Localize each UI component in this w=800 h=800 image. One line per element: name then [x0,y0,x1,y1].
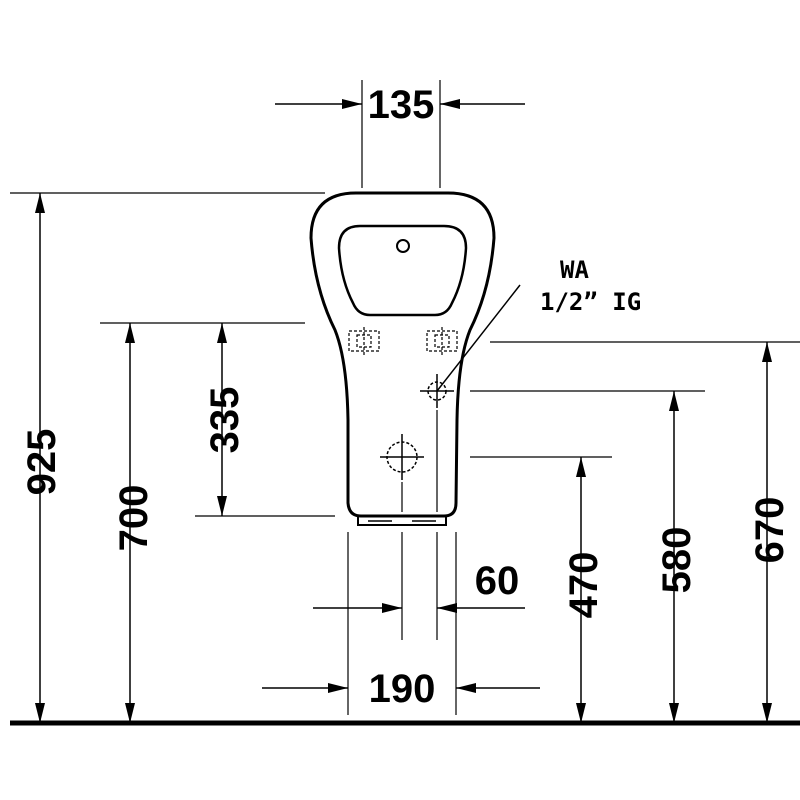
label-outlet-width: 60 [475,559,520,603]
note-line-2: 1/2” IG [540,288,641,316]
urinal-body [309,191,496,526]
label-total-height: 925 [20,429,64,496]
bowl-opening [337,224,468,317]
label-waste-height: 470 [562,552,606,619]
label-lower-inlet-height: 580 [655,527,699,594]
extension-lines [10,80,800,715]
base-foot [357,515,447,526]
label-base-width: 190 [369,667,436,711]
inlet-hole [396,239,410,253]
note-line-1: WA [560,256,589,284]
label-top-width: 135 [368,83,435,127]
fixing-bracket-left [348,327,380,355]
waste-outlet [380,434,424,480]
note-leader-line [436,284,521,392]
label-supply-height: 670 [748,497,792,564]
label-rim-height: 700 [112,485,156,552]
fixing-bracket-right [426,327,458,355]
label-rim-to-bottom: 335 [203,387,247,454]
